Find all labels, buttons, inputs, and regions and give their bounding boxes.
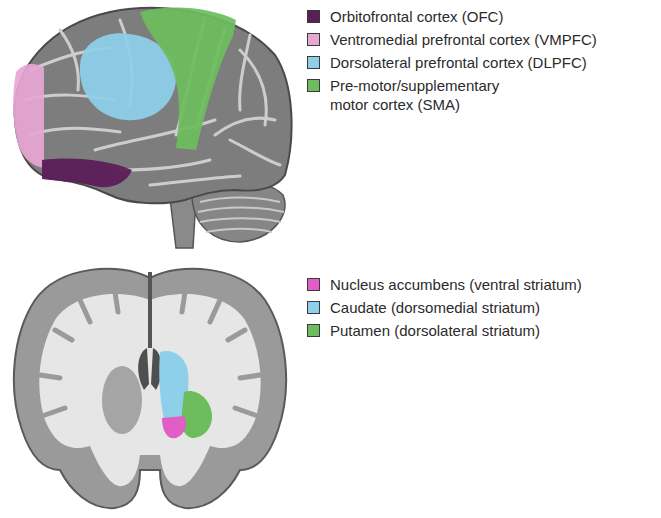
legend-entry: Nucleus accumbens (ventral striatum): [307, 275, 582, 294]
legend-label: Caudate (dorsomedial striatum): [330, 298, 540, 317]
legend-swatch: [307, 301, 320, 314]
legend-entry: Putamen (dorsolateral striatum): [307, 321, 540, 340]
basal-ganglia: [102, 366, 142, 434]
legend-swatch: [307, 278, 320, 291]
putamen-region: [181, 391, 212, 438]
legend-label: Ventromedial prefrontal cortex (VMPFC): [330, 30, 597, 49]
legend-label: Putamen (dorsolateral striatum): [330, 321, 540, 340]
legend-entry: Caudate (dorsomedial striatum): [307, 298, 540, 317]
legend-swatch: [307, 324, 320, 337]
accumbens-region: [162, 416, 186, 438]
legend-swatch: [307, 56, 320, 69]
coronal-cortex: [14, 269, 286, 508]
sma-region: [140, 8, 236, 150]
legend-label: Nucleus accumbens (ventral striatum): [330, 275, 582, 294]
brainstem: [170, 198, 196, 248]
midline-fissure: [148, 272, 152, 348]
vmpfc-region: [13, 64, 44, 168]
legend-entry: Dorsolateral prefrontal cortex (DLPFC): [307, 53, 587, 72]
legend-swatch: [307, 10, 320, 23]
lateral-brain: [13, 8, 291, 248]
legend-entry: Pre-motor/supplementary motor cortex (SM…: [307, 76, 525, 114]
coronal-brain: [14, 269, 286, 508]
ofc-region: [42, 158, 132, 187]
legend-swatch: [307, 79, 320, 92]
legend-label: Pre-motor/supplementary motor cortex (SM…: [330, 76, 525, 114]
legend-entry: Ventromedial prefrontal cortex (VMPFC): [307, 30, 597, 49]
legend-label: Dorsolateral prefrontal cortex (DLPFC): [330, 53, 587, 72]
ventricle: [138, 348, 149, 390]
legend-entry: Orbitofrontal cortex (OFC): [307, 7, 503, 26]
legend-swatch: [307, 33, 320, 46]
cerebellum-folia: [198, 198, 284, 233]
legend-label: Orbitofrontal cortex (OFC): [330, 7, 503, 26]
cerebrum-outline: [15, 8, 292, 203]
